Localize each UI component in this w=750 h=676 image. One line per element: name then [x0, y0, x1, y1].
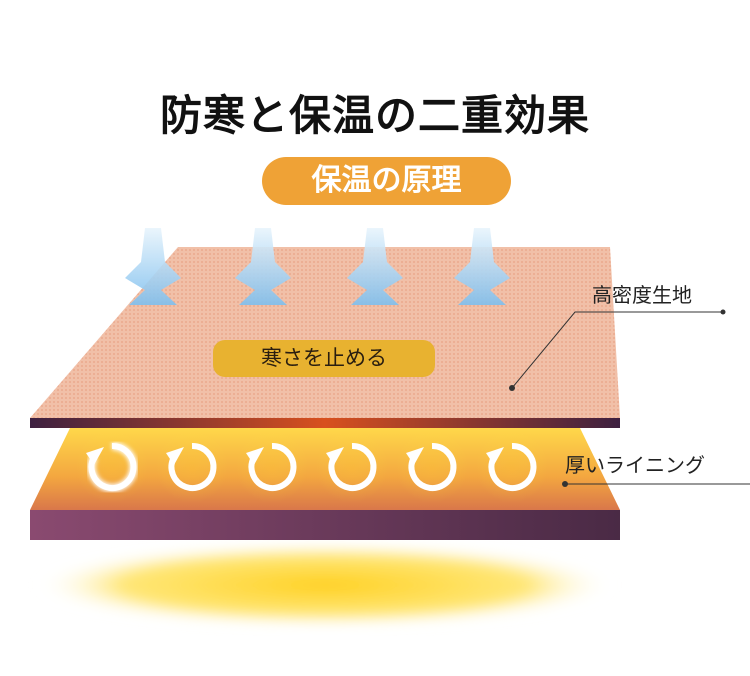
cold-air-arrow-icon — [125, 228, 181, 305]
cold-air-arrows — [125, 228, 510, 305]
cold-air-arrow-icon — [454, 228, 510, 305]
block-cold-badge: 寒さを止める — [213, 340, 435, 377]
circular-arrow-icon — [76, 431, 148, 503]
cold-air-arrow-icon — [347, 228, 403, 305]
heat-circulation-icons — [76, 431, 548, 503]
subtitle-pill: 保温の原理 — [262, 157, 511, 205]
circular-arrow-icon — [156, 431, 228, 503]
outer-fabric-band — [30, 418, 620, 428]
cold-air-arrow-icon — [235, 228, 291, 305]
outer-fabric-layer — [30, 247, 620, 418]
circular-arrow-icon — [476, 431, 548, 503]
circular-arrow-icon — [316, 431, 388, 503]
leader-line-inner — [562, 481, 750, 487]
circular-arrow-icon — [236, 431, 308, 503]
inner-layer-label: 厚いライニング — [565, 453, 705, 477]
circular-arrow-icon — [396, 431, 468, 503]
heat-glow — [35, 543, 615, 627]
leader-line-outer — [509, 309, 726, 391]
outer-layer-label: 高密度生地 — [592, 283, 692, 307]
inner-lining-band — [30, 510, 620, 540]
page-title: 防寒と保温の二重効果 — [159, 91, 590, 140]
